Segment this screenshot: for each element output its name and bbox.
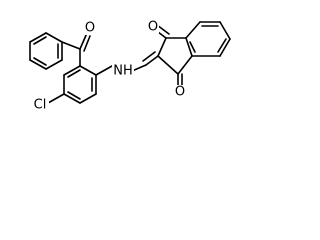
atom-label-indandione-bottom-oxygen: O [174, 85, 186, 100]
atom-label-amine: NH [112, 64, 134, 79]
svg-text:O: O [85, 21, 95, 36]
chloroaniline-ring [63, 65, 97, 104]
svg-text:O: O [175, 85, 185, 100]
methylidene-double-bond [142, 51, 159, 66]
atom-label-indandione-top-oxygen: O [147, 20, 159, 35]
n-ch-bond [131, 64, 147, 72]
indandione-benzene-ring [185, 21, 231, 57]
indandione-five-ring [157, 37, 193, 75]
molecule-canvas: O O O NH Cl [29, 20, 231, 113]
svg-text:Cl: Cl [34, 98, 47, 113]
benzoyl-carbonyl [61, 32, 91, 67]
svg-text:O: O [148, 20, 158, 35]
svg-text:NH: NH [113, 64, 133, 79]
c-n-bond [95, 65, 113, 76]
atom-label-chlorine: Cl [31, 98, 49, 113]
molecule-structure: O O O NH Cl [29, 20, 231, 113]
c-cl-bond [47, 93, 65, 104]
atom-label-benzoyl-oxygen: O [84, 21, 96, 36]
phenyl-ring [29, 32, 63, 70]
